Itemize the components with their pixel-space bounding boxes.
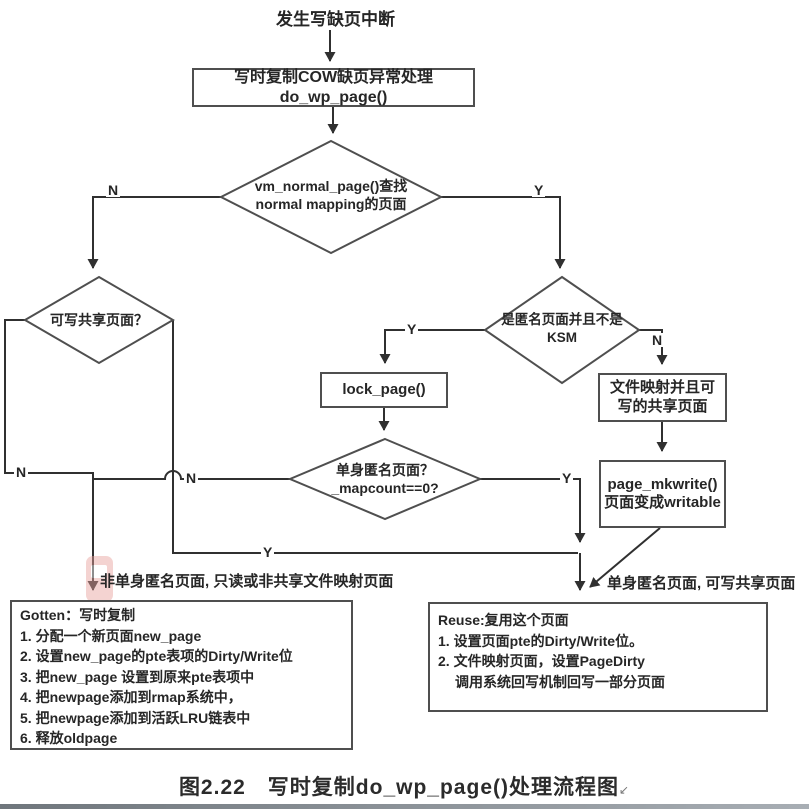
figure-caption: 图2.22 写时复制do_wp_page()处理流程图↙ xyxy=(0,771,809,801)
edge-label-d1-n: N xyxy=(106,182,121,198)
edge-d2-n xyxy=(4,319,99,591)
edge-d1-y xyxy=(441,196,566,269)
diamond-anon-not-ksm xyxy=(483,275,641,385)
box-gotten: Gotten：写时复制 1. 分配一个新页面new_page 2. 设置new_… xyxy=(10,600,353,750)
reuse-step: 1. 设置页面pte的Dirty/Write位。 xyxy=(438,632,644,649)
gotten-step: 6. 释放oldpage xyxy=(20,730,118,746)
gotten-step: 2. 设置new_page的pte表项的Dirty/Write位 xyxy=(20,648,293,664)
edge-d4-n xyxy=(639,329,668,365)
diamond-vm-normal-page xyxy=(218,139,444,255)
edge-d3-y xyxy=(480,478,586,543)
gotten-step: 4. 把newpage添加到rmap系统中， xyxy=(20,689,242,705)
edge-d2-y xyxy=(172,320,578,554)
line-break-mark: ↙ xyxy=(618,783,631,797)
reuse-title: Reuse:复用这个页面 xyxy=(438,612,569,628)
watermark-logo xyxy=(86,556,113,602)
edge-label-d2-n: N xyxy=(14,464,29,480)
edge-label-d3-y: Y xyxy=(560,470,574,486)
bottom-scroll-bar[interactable] xyxy=(0,804,809,809)
gotten-title: Gotten：写时复制 xyxy=(20,607,136,623)
arrow-mkwrite-to-reuse xyxy=(589,527,661,588)
diamond-single-anon xyxy=(287,437,483,521)
diamond-single-anon-text: 单身匿名页面？ _mapcount==0? xyxy=(331,462,439,497)
reuse-input-label: 单身匿名页面, 可写共享页面 xyxy=(607,575,796,592)
box-lock-page: lock_page() xyxy=(320,372,448,408)
diamond-anon-not-ksm-text: 是匿名页面并且不是 KSM xyxy=(501,312,623,345)
edge-label-d2-y: Y xyxy=(261,544,275,560)
diamond-vm-normal-page-text: vm_normal_page()查找 normal mapping的页面 xyxy=(254,178,408,213)
box-reuse: Reuse:复用这个页面 1. 设置页面pte的Dirty/Write位。 2.… xyxy=(428,602,768,712)
edge-label-d3-n: N xyxy=(184,470,199,486)
box-do-wp-page: 写时复制COW缺页异常处理 do_wp_page() xyxy=(192,68,475,107)
gotten-step: 1. 分配一个新页面new_page xyxy=(20,627,202,644)
edge-d4-y xyxy=(379,329,485,364)
reuse-step: 2. 文件映射页面，设置PageDirty xyxy=(438,653,645,669)
start-label: 发生写缺页中断 xyxy=(276,10,395,29)
gotten-input-label: 非单身匿名页面, 只读或非共享文件映射页面 xyxy=(100,573,394,590)
gotten-step: 3. 把new_page 设置到原来pte表项中 xyxy=(20,668,255,685)
edge-label-d4-n: N xyxy=(650,332,665,348)
edge-d1-n xyxy=(87,196,221,269)
figure-caption-text: 图2.22 写时复制do_wp_page()处理流程图 xyxy=(178,776,619,799)
edge-label-d4-y: Y xyxy=(405,321,419,337)
diamond-writable-shared xyxy=(23,275,175,365)
reuse-step-continuation: 调用系统回写机制回写一部分页面 xyxy=(455,673,665,690)
diamond-writable-shared-text: 可写共享页面？ xyxy=(50,312,148,328)
box-file-mapped-shared: 文件映射并且可 写的共享页面 xyxy=(598,373,727,422)
box-do-wp-page-line1: 写时复制COW缺页异常处理 xyxy=(233,68,434,86)
gotten-step: 5. 把newpage添加到活跃LRU链表中 xyxy=(20,709,251,726)
edge-label-d1-y: Y xyxy=(532,182,546,198)
box-do-wp-page-line2: do_wp_page() xyxy=(279,88,388,106)
box-page-mkwrite: page_mkwrite() 页面变成writable xyxy=(599,460,726,528)
